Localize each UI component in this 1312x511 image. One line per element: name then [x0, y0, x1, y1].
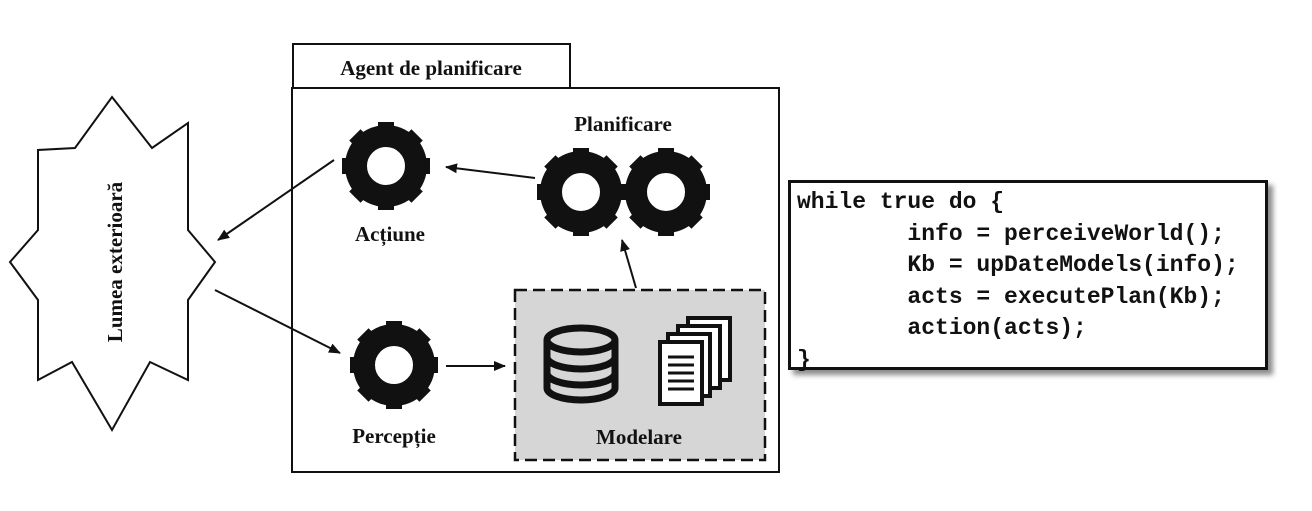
perception-label: Percepție: [352, 424, 436, 449]
pseudocode-box: while true do { info = perceiveWorld(); …: [788, 180, 1268, 373]
agent-box: [291, 87, 780, 473]
code-line: Kb = upDateModels(info);: [797, 252, 1239, 278]
agent-title: Agent de planificare: [340, 56, 522, 80]
external-world: Lumea exterioară: [8, 95, 217, 433]
flow-arrows: [214, 159, 637, 371]
planning-label: Planificare: [574, 112, 672, 136]
gear-icon: [537, 148, 625, 236]
code-line: while true do {: [797, 189, 1005, 215]
modeling-label: Modelare: [596, 425, 682, 449]
arrow-modeling-to-planning: [620, 239, 637, 289]
external-world-shape: [8, 95, 217, 433]
code-line: info = perceiveWorld();: [797, 220, 1225, 247]
agent-title-tab: Agent de planificare: [292, 43, 571, 89]
gear-icon: [622, 148, 710, 236]
arrow-world-to-perception: [214, 289, 341, 354]
arrow-planning-to-action: [445, 163, 536, 179]
planning-module: Planificare: [537, 112, 710, 236]
gear-icon: [350, 321, 438, 409]
code-line: action(acts);: [797, 315, 1087, 341]
documents-icon: [658, 316, 732, 406]
gear-icon: [342, 122, 430, 210]
code-line: acts = executePlan(Kb);: [797, 283, 1225, 310]
external-world-label: Lumea exterioară: [103, 181, 127, 342]
modeling-module: Modelare: [513, 288, 767, 462]
perception-module: Percepție: [350, 321, 438, 449]
database-icon: [543, 324, 619, 404]
action-module: Acțiune: [342, 122, 430, 247]
code-line: }: [797, 346, 811, 373]
arrow-action-to-world: [217, 159, 335, 241]
action-label: Acțiune: [355, 222, 425, 247]
